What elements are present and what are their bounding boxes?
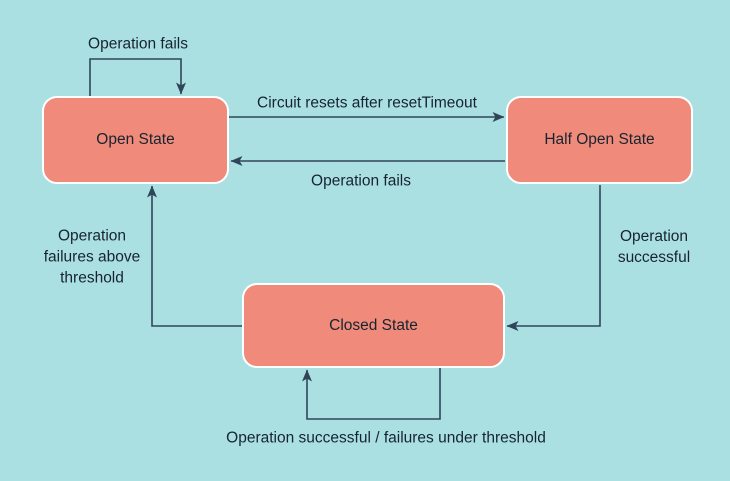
node-half-open-state-label: Half Open State [544, 131, 655, 148]
node-half-open-state: Half Open State [506, 96, 693, 184]
node-open-state: Open State [42, 96, 229, 184]
node-closed-state-label: Closed State [329, 316, 418, 334]
edge-half-open-to-closed [506, 185, 601, 331]
edge-open-self-loop [89, 58, 186, 96]
node-closed-state: Closed State [242, 283, 505, 368]
edge-label-closed-self-loop: Operation successful / failures under th… [226, 429, 546, 447]
edge-closed-to-open [147, 185, 242, 327]
edge-closed-self-loop [302, 368, 441, 420]
edge-label-half-open-to-open: Operation fails [311, 172, 411, 190]
edge-label-open-to-half-open: Circuit resets after resetTimeout [257, 94, 477, 112]
node-open-state-label: Open State [96, 131, 175, 148]
edge-label-open-self-loop: Operation fails [88, 35, 188, 53]
edge-label-closed-to-open: Operation failures above threshold [43, 227, 141, 287]
edge-label-half-open-to-closed: Operation successful [617, 228, 691, 266]
